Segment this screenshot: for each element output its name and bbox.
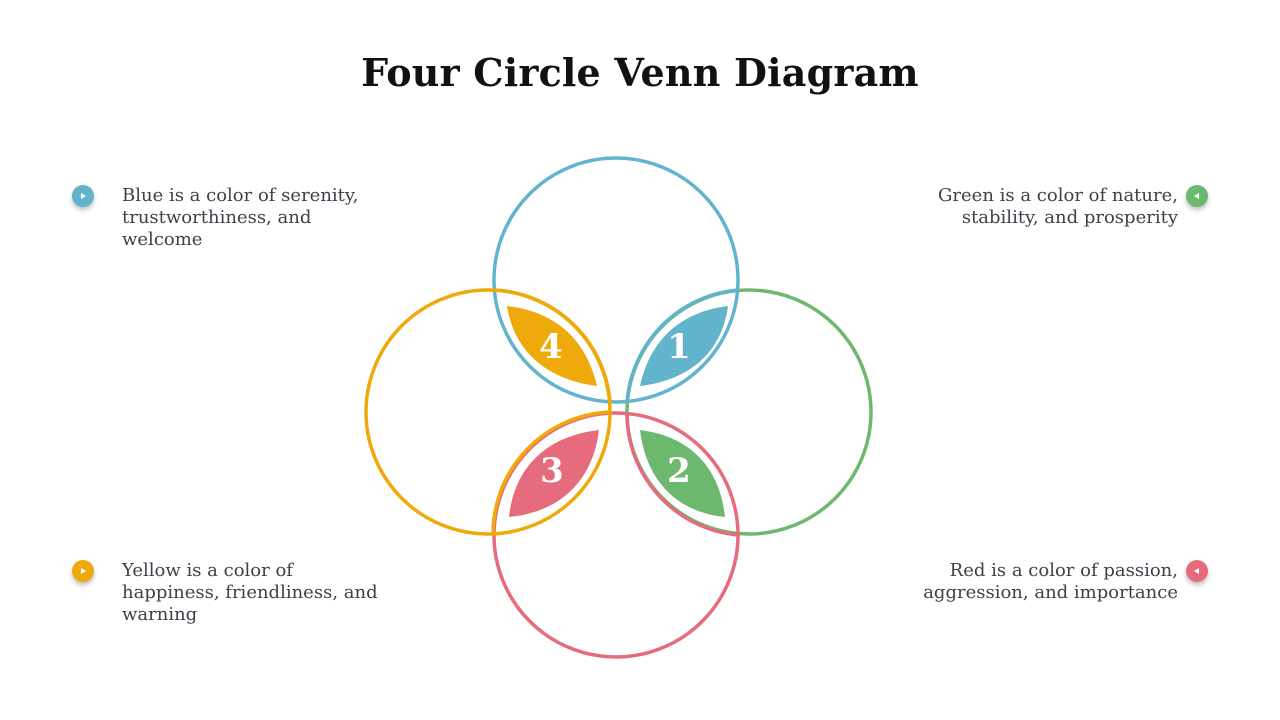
petal-label-2: 2 xyxy=(667,451,691,491)
petal-4 xyxy=(507,306,597,386)
callout-green-text: Green is a color of nature, stability, a… xyxy=(938,185,1178,228)
callout-red-text: Red is a color of passion, aggression, a… xyxy=(923,560,1178,603)
play-left-icon[interactable] xyxy=(1186,560,1208,582)
petal-2 xyxy=(640,430,725,517)
petal-label-3: 3 xyxy=(540,451,564,491)
play-right-icon[interactable] xyxy=(72,185,94,207)
overlap-arc-blue-green xyxy=(625,288,739,403)
overlap-arc-yellow-blue xyxy=(492,288,612,403)
petal-3 xyxy=(509,430,599,517)
page-title: Four Circle Venn Diagram xyxy=(361,50,919,95)
overlap-arc-red-green xyxy=(625,411,739,537)
petal-label-1: 1 xyxy=(667,327,691,367)
callout-blue: Blue is a color of serenity, trustworthi… xyxy=(72,185,392,251)
overlap-arc-yellow-red xyxy=(491,410,611,536)
callout-blue-text: Blue is a color of serenity, trustworthi… xyxy=(122,185,359,250)
callout-yellow: Yellow is a color of happiness, friendli… xyxy=(72,560,392,626)
play-right-icon[interactable] xyxy=(72,560,94,582)
play-left-icon[interactable] xyxy=(1186,185,1208,207)
callout-red: Red is a color of passion, aggression, a… xyxy=(888,560,1208,604)
callout-green: Green is a color of nature, stability, a… xyxy=(888,185,1208,229)
petal-label-4: 4 xyxy=(539,327,563,367)
circle-blue xyxy=(492,156,740,404)
circle-red xyxy=(492,411,740,659)
circle-green xyxy=(625,288,873,536)
callout-yellow-text: Yellow is a color of happiness, friendli… xyxy=(122,560,378,625)
petal-1 xyxy=(640,306,728,386)
